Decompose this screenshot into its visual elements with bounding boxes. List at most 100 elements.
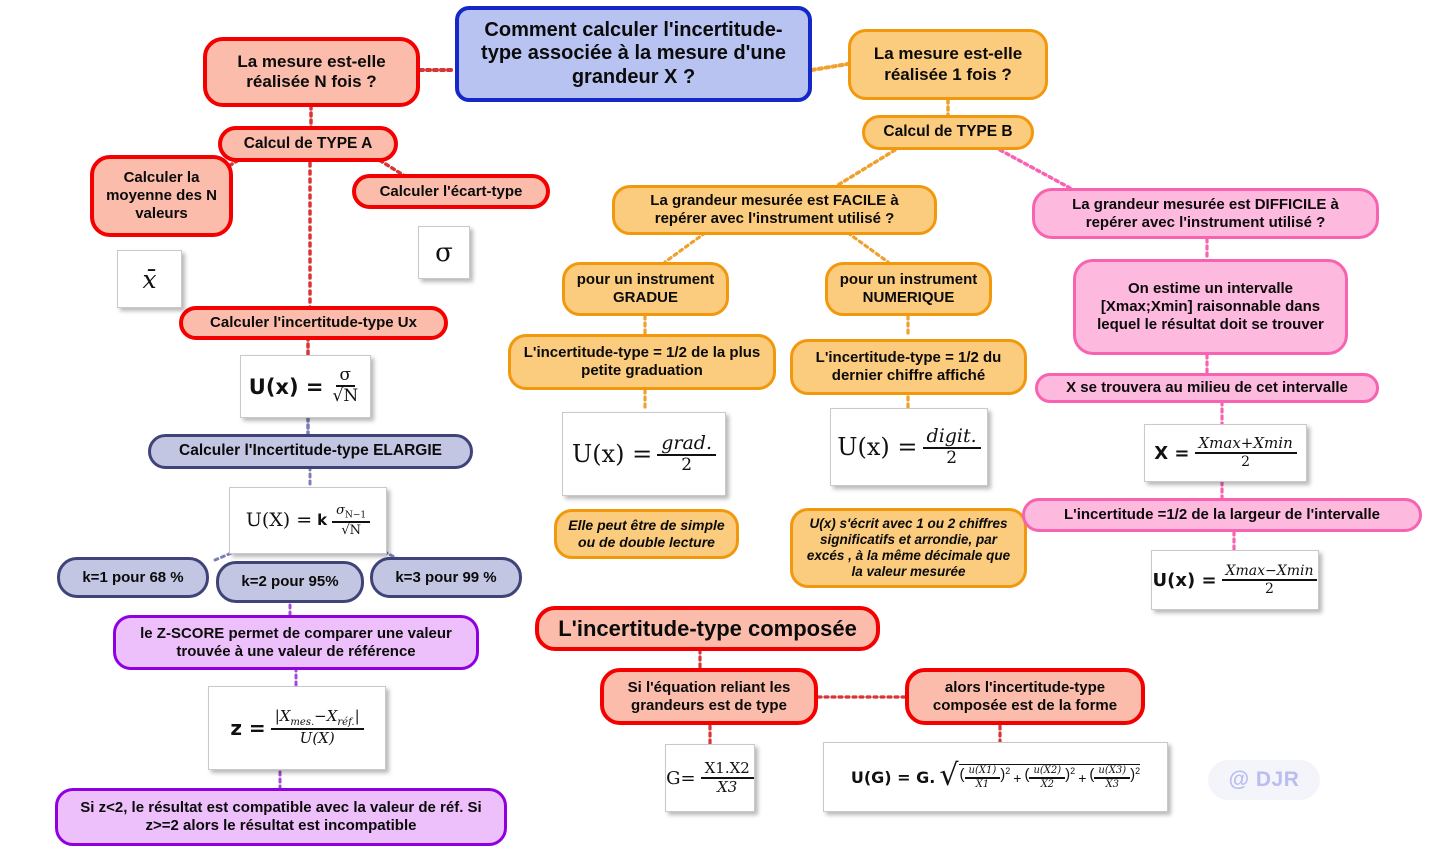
formula-ug-term-2: ( u(X2) X2 )2	[1024, 765, 1076, 790]
djr-watermark: @ DJR	[1208, 760, 1320, 800]
question-facile-label: La grandeur mesurée est FACILE à repérer…	[650, 192, 899, 227]
question-one-time-label: La mesure est-elle réalisée 1 fois ?	[873, 44, 1023, 84]
zscore-conclusion[interactable]: Si z<2, le résultat est compatible avec …	[55, 788, 507, 846]
formula-ug: U(G) = G. √ ( u(X1) X1 )2 + (	[823, 742, 1168, 812]
k-value-95-label: k=2 pour 95%	[241, 573, 339, 591]
composee-then-node[interactable]: alors l'incertitude-type composée est de…	[905, 668, 1145, 725]
formula-ux-lead: U(x) =	[248, 374, 324, 399]
central-question-node[interactable]: Comment calculer l'incertitude-type asso…	[455, 6, 812, 102]
formula-mean-text: x̄	[142, 264, 157, 294]
formula-elargie: U(X) = k σN−1 √N	[229, 487, 387, 554]
formula-numerique: U(x) = digit. 2	[830, 408, 988, 486]
formula-ug-radical: √ ( u(X1) X1 )2 + ( u(X2)	[939, 758, 1141, 793]
formula-u-interval-numerator: Xmax−Xmin	[1221, 564, 1318, 581]
formula-zscore-fraction: |Xmes.−Xréf.| U(X)	[270, 708, 364, 748]
formula-zscore-denominator: U(X)	[299, 729, 335, 748]
step-incertitude-ux[interactable]: Calculer l'incertitude-type Ux	[179, 306, 448, 340]
rule-gradue[interactable]: L'incertitude-type = 1/2 de la plus peti…	[508, 334, 776, 390]
formula-sigma-text: σ	[435, 237, 453, 268]
note-numerique-label: U(x) s'écrit avec 1 ou 2 chiffres signif…	[806, 516, 1011, 579]
formula-g-numerator: X1.X2	[700, 760, 754, 779]
rule-numerique-label: L'incertitude-type = 1/2 du dernier chif…	[815, 349, 1002, 384]
composee-if-node[interactable]: Si l'équation reliant les grandeurs est …	[600, 668, 818, 725]
formula-x-middle-lead: X =	[1154, 442, 1190, 464]
half-width-node[interactable]: L'incertitude =1/2 de la largeur de l'in…	[1022, 498, 1422, 532]
formula-ux-numerator: σ	[335, 366, 356, 387]
formula-g: G= X1.X2 X3	[665, 744, 755, 812]
formula-g-body: G= X1.X2 X3	[666, 760, 754, 796]
formula-numerique-fraction: digit. 2	[922, 426, 981, 468]
formula-x-middle-denominator: 2	[1241, 454, 1251, 471]
question-difficile[interactable]: La grandeur mesurée est DIFFICILE à repé…	[1032, 188, 1379, 239]
estimate-interval-label: On estime un intervalle [Xmax;Xmin] rais…	[1097, 280, 1324, 333]
type-b-node[interactable]: Calcul de TYPE B	[862, 115, 1034, 150]
step-incertitude-ux-label: Calculer l'incertitude-type Ux	[210, 314, 417, 332]
formula-gradue-denominator: 2	[681, 454, 693, 475]
step-ecart-type-label: Calculer l'écart-type	[379, 182, 523, 200]
formula-gradue: U(x) = grad. 2	[562, 412, 726, 496]
type-a-node[interactable]: Calcul de TYPE A	[218, 126, 398, 162]
formula-zscore-lead: z =	[230, 716, 266, 740]
instrument-numerique-label: pour un instrument NUMERIQUE	[839, 271, 978, 306]
formula-g-lead: G=	[666, 767, 696, 789]
formula-numerique-lead: U(x) =	[837, 433, 918, 461]
formula-zscore-numerator: |Xmes.−Xréf.|	[270, 708, 364, 731]
composee-title-label: L'incertitude-type composée	[558, 615, 857, 641]
formula-ug-plus-1: +	[1013, 770, 1022, 786]
half-width-label: L'incertitude =1/2 de la largeur de l'in…	[1064, 506, 1380, 524]
elargie-node[interactable]: Calculer l'Incertitude-type ELARGIE	[148, 434, 473, 469]
composee-then-label: alors l'incertitude-type composée est de…	[932, 678, 1118, 714]
k-value-68[interactable]: k=1 pour 68 %	[57, 557, 209, 598]
formula-numerique-denominator: 2	[946, 447, 958, 468]
k-value-68-label: k=1 pour 68 %	[82, 568, 184, 586]
formula-ux-denominator: √N	[332, 386, 359, 406]
formula-elargie-body: U(X) = k σN−1 √N	[245, 503, 371, 538]
step-moyenne[interactable]: Calculer la moyenne des N valeurs	[90, 155, 233, 237]
instrument-gradue[interactable]: pour un instrument GRADUE	[562, 262, 729, 316]
note-numerique[interactable]: U(x) s'écrit avec 1 ou 2 chiffres signif…	[790, 508, 1027, 588]
estimate-interval[interactable]: On estime un intervalle [Xmax;Xmin] rais…	[1073, 259, 1348, 355]
formula-x-middle-body: X = Xmax+Xmin 2	[1154, 436, 1297, 471]
step-ecart-type[interactable]: Calculer l'écart-type	[352, 174, 550, 209]
formula-elargie-fraction: σN−1 √N	[332, 503, 371, 538]
instrument-gradue-label: pour un instrument GRADUE	[576, 271, 715, 306]
formula-x-middle-fraction: Xmax+Xmin 2	[1194, 436, 1297, 471]
question-difficile-label: La grandeur mesurée est DIFFICILE à repé…	[1072, 195, 1339, 231]
question-n-times[interactable]: La mesure est-elle réalisée N fois ?	[203, 37, 420, 107]
question-one-time[interactable]: La mesure est-elle réalisée 1 fois ?	[848, 29, 1048, 100]
formula-elargie-lead: U(X) =	[245, 509, 313, 532]
k-value-95[interactable]: k=2 pour 95%	[216, 561, 364, 603]
formula-ug-body: U(G) = G. √ ( u(X1) X1 )2 + (	[850, 758, 1141, 793]
formula-sigma: σ	[418, 226, 470, 279]
formula-numerique-numerator: digit.	[922, 426, 981, 449]
formula-ug-term-3: ( u(X3) X3 )2	[1089, 765, 1141, 790]
type-b-label: Calcul de TYPE B	[883, 123, 1013, 141]
middle-of-interval[interactable]: X se trouvera au milieu de cet intervall…	[1035, 373, 1379, 403]
k-value-99[interactable]: k=3 pour 99 %	[370, 557, 522, 598]
formula-g-fraction: X1.X2 X3	[700, 760, 754, 796]
rule-numerique[interactable]: L'incertitude-type = 1/2 du dernier chif…	[790, 339, 1027, 395]
formula-numerique-body: U(x) = digit. 2	[837, 426, 981, 468]
formula-u-interval-body: U(x) = Xmax−Xmin 2	[1153, 564, 1318, 596]
formula-ug-lead: U(G) = G.	[850, 767, 936, 787]
formula-ug-term-1: ( u(X1) X1 )2	[959, 765, 1011, 790]
formula-elargie-k: k	[317, 511, 328, 530]
type-a-label: Calcul de TYPE A	[243, 134, 373, 152]
central-question-label: Comment calculer l'incertitude-type asso…	[481, 18, 786, 88]
formula-gradue-lead: U(x) =	[571, 440, 653, 468]
formula-gradue-fraction: grad. 2	[657, 433, 716, 475]
instrument-numerique[interactable]: pour un instrument NUMERIQUE	[825, 262, 992, 316]
formula-mean: x̄	[117, 250, 182, 308]
formula-zscore-body: z = |Xmes.−Xréf.| U(X)	[230, 708, 364, 748]
composee-title-node[interactable]: L'incertitude-type composée	[535, 606, 880, 651]
composee-if-label: Si l'équation reliant les grandeurs est …	[627, 678, 791, 714]
question-facile[interactable]: La grandeur mesurée est FACILE à repérer…	[612, 185, 937, 235]
formula-g-denominator: X3	[717, 777, 738, 796]
note-gradue[interactable]: Elle peut être de simple ou de double le…	[554, 509, 739, 559]
zscore-node[interactable]: le Z-SCORE permet de comparer une valeur…	[113, 615, 479, 670]
formula-ug-plus-2: +	[1078, 770, 1087, 786]
formula-gradue-body: U(x) = grad. 2	[571, 433, 716, 475]
k-value-99-label: k=3 pour 99 %	[395, 568, 497, 586]
formula-ux-body: U(x) = σ √N	[248, 366, 362, 406]
